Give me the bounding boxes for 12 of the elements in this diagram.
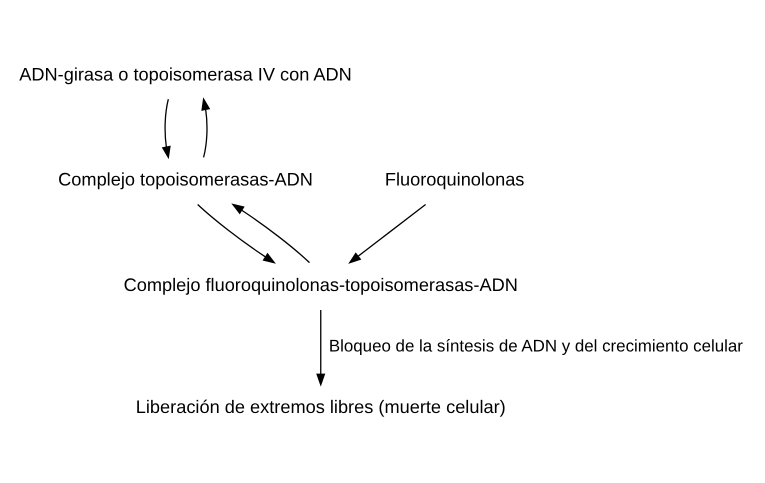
node-text: ADN-girasa o topoisomerasa IV con ADN bbox=[19, 64, 352, 84]
node-text: Fluoroquinolonas bbox=[384, 169, 524, 190]
node-text: Complejo topoisomerasas-ADN bbox=[58, 169, 313, 190]
node-text: Complejo fluoroquinolonas-topoisomerasas-ADN bbox=[124, 274, 518, 295]
edge-label: Bloqueo de la síntesis de ADN y del crecimiento celular bbox=[328, 336, 743, 356]
arrow bbox=[201, 96, 210, 157]
arrow bbox=[162, 98, 171, 159]
node-text: Liberación de extremos libres (muerte celular) bbox=[136, 396, 506, 417]
arrow bbox=[348, 203, 426, 264]
arrow bbox=[197, 204, 276, 264]
arrow bbox=[316, 310, 326, 386]
arrow bbox=[231, 202, 310, 263]
